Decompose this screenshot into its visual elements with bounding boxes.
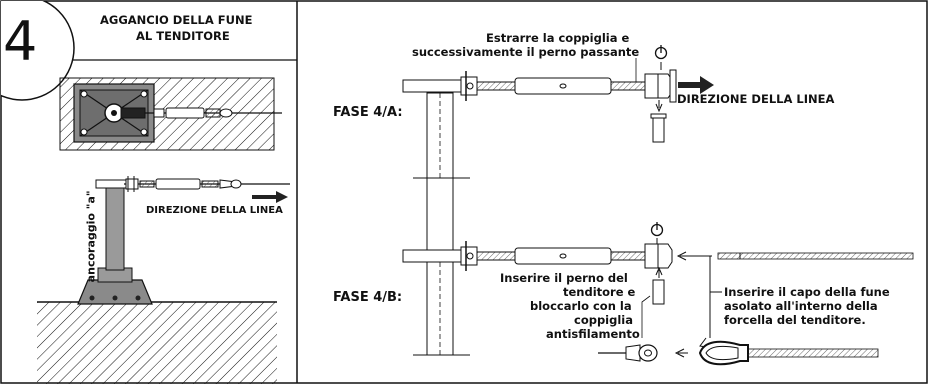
- top-view-slab: [59, 77, 282, 151]
- phase-a-label: FASE 4/A:: [333, 105, 403, 120]
- phase-b-pin-line2: tenditore e: [563, 285, 636, 299]
- phase-b-assembly: [402, 222, 914, 366]
- phase-b-rope-line3: forcella del tenditore.: [724, 313, 866, 327]
- phase-b-pin-line3: bloccarlo con la: [530, 299, 632, 313]
- step-title-line2: AL TENDITORE: [136, 29, 230, 43]
- phase-a-instruction-line1: Estrarre la coppiglia e: [486, 31, 630, 45]
- step-number: 4: [3, 10, 38, 73]
- phase-b-pin-line5: antisfilamento: [546, 327, 640, 341]
- phase-b-pin-line4: coppiglia: [574, 313, 633, 327]
- phase-a-instruction-line2: successivamente il perno passante: [412, 45, 640, 59]
- side-view-post: [37, 176, 290, 384]
- step-number-circle: [1, 1, 75, 101]
- phase-b-pin-line1: Inserire il perno del: [500, 271, 628, 285]
- phase-b-rope-line2: asolato all'interno della: [724, 299, 878, 313]
- phase-a-direction-label: DIREZIONE DELLA LINEA: [677, 92, 835, 106]
- phase-b-label: FASE 4/B:: [333, 290, 403, 305]
- phase-b-pin-leader: [641, 295, 651, 338]
- step-title-line1: AGGANCIO DELLA FUNE: [100, 13, 253, 27]
- left-direction-label: DIREZIONE DELLA LINEA: [146, 205, 283, 216]
- phase-b-rope-line1: Inserire il capo della fune: [724, 285, 890, 299]
- left-anchor-label: ancoraggio "a": [84, 190, 98, 283]
